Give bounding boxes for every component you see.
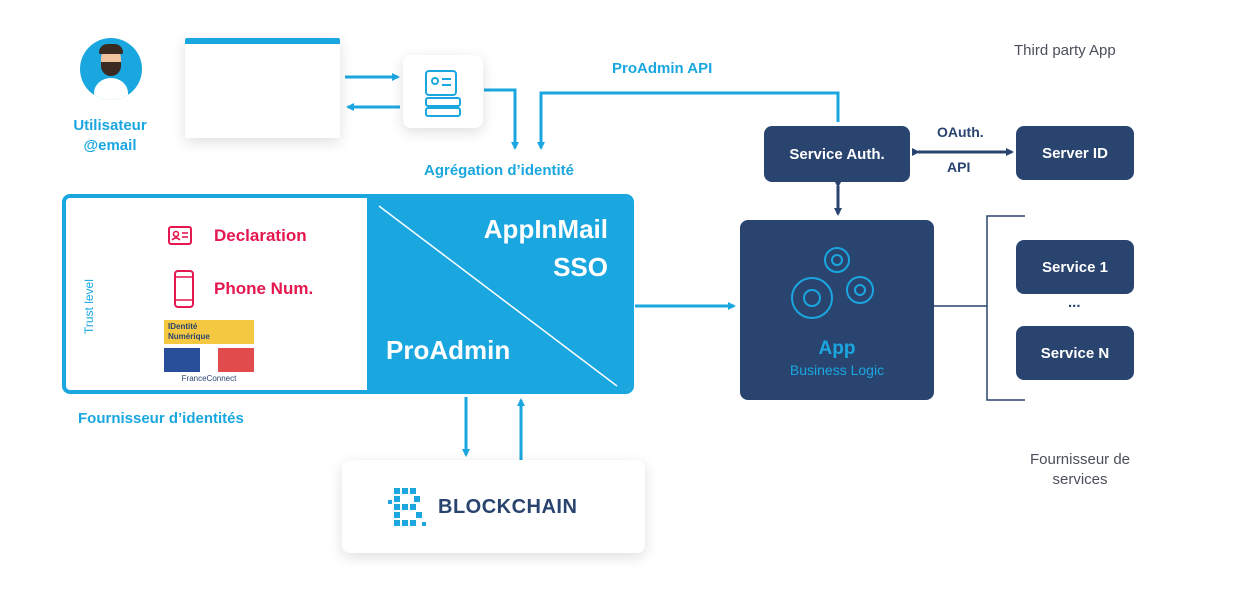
gears-icon: [791, 247, 874, 319]
third-party-label: Third party App: [1014, 42, 1116, 59]
franceconnect-logo: FranceConnect: [164, 348, 254, 384]
sso-divider: [378, 205, 618, 387]
user-avatar: [80, 38, 142, 100]
sso-panel: [367, 198, 630, 390]
phone-icon: [174, 270, 194, 308]
browser-window: [185, 38, 340, 138]
app-box: App Business Logic: [740, 220, 934, 400]
identite-numerique-logo: IDentité Numérique: [164, 320, 254, 344]
services-bracket: [986, 215, 1025, 401]
api-label: API: [947, 159, 971, 175]
fournisseur-identites-label: Fournisseur d’identités: [78, 410, 244, 427]
app-title: App: [818, 338, 856, 359]
service-1-box: Service 1: [1016, 240, 1134, 294]
user-email: @email: [83, 137, 137, 154]
id-card-server-icon: [425, 70, 461, 117]
oauth-label: OAuth.: [937, 124, 984, 140]
user-name: Utilisateur: [73, 117, 147, 134]
blockchain-logo-icon: [388, 488, 426, 526]
service-auth-box: Service Auth.: [764, 126, 910, 182]
sso-title-1: AppInMail: [483, 214, 608, 244]
app-subtitle: Business Logic: [789, 362, 885, 378]
phone-label: Phone Num.: [214, 279, 314, 298]
proadmin-title: ProAdmin: [386, 335, 511, 365]
aggregation-card: [403, 55, 483, 128]
arrow-proadmin-api: [537, 91, 840, 150]
server-id-box: Server ID: [1016, 126, 1134, 180]
aggregation-label: Agrégation d’identité: [424, 162, 574, 179]
arrow-agregation-down: [484, 88, 519, 150]
services-ellipsis: ...: [1068, 294, 1081, 311]
blockchain-card: BLOCKCHAIN: [342, 460, 645, 553]
id-card-icon: [168, 226, 192, 245]
sso-title-2: SSO: [553, 252, 608, 282]
fournisseur-services-label: Fournisseur de services: [1029, 451, 1131, 488]
blockchain-label: BLOCKCHAIN: [438, 496, 578, 518]
service-n-box: Service N: [1016, 326, 1134, 380]
identity-panel: [62, 194, 634, 394]
trust-level-label: Trust level: [82, 279, 96, 334]
declaration-label: Declaration: [214, 226, 307, 245]
proadmin-api-label: ProAdmin API: [612, 60, 713, 77]
